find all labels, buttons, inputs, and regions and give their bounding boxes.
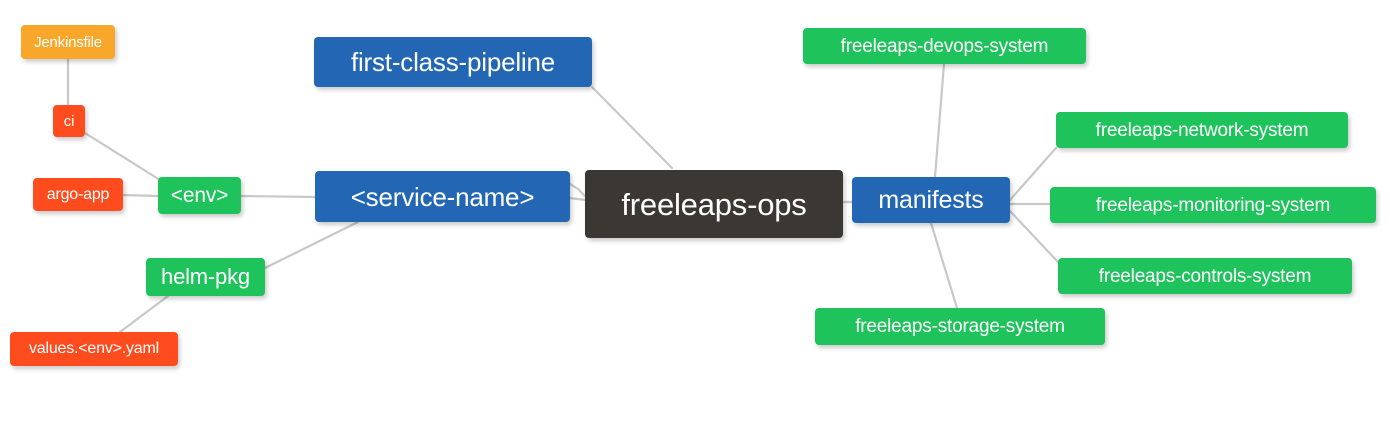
mindmap-node-label-env: <env> bbox=[170, 184, 229, 207]
mindmap-node-label-manifests: manifests bbox=[878, 185, 984, 214]
mindmap-node-label-jenkinsfile: Jenkinsfile bbox=[34, 33, 102, 51]
mindmap-node-label-freeleaps-devops-system: freeleaps-devops-system bbox=[840, 35, 1049, 57]
mindmap-node-freeleaps-network-system[interactable]: freeleaps-network-system bbox=[1056, 112, 1348, 148]
mindmap-edge-freeleaps-ops-to-service-name bbox=[568, 196, 587, 202]
mindmap-node-helm-pkg[interactable]: helm-pkg bbox=[146, 258, 265, 296]
mindmap-node-first-class-pipeline[interactable]: first-class-pipeline bbox=[314, 37, 592, 87]
mindmap-edge-first-class-pipeline-to-freeleaps-ops bbox=[590, 85, 674, 170]
mindmap-node-service-name[interactable]: <service-name> bbox=[315, 171, 570, 222]
mindmap-node-label-freeleaps-ops: freeleaps-ops bbox=[621, 186, 807, 222]
mindmap-edge-helm-pkg-to-values-env-yaml bbox=[118, 294, 170, 334]
mindmap-node-label-freeleaps-storage-system: freeleaps-storage-system bbox=[855, 316, 1065, 337]
mindmap-edge-manifests-to-freeleaps-storage-system bbox=[929, 221, 959, 310]
mindmap-node-label-helm-pkg: helm-pkg bbox=[161, 264, 250, 289]
mindmap-node-label-values-env-yaml: values.<env>.yaml bbox=[28, 340, 159, 357]
mindmap-edge-service-name-to-helm-pkg bbox=[263, 220, 360, 270]
mindmap-node-manifests[interactable]: manifests bbox=[852, 177, 1010, 223]
mindmap-node-argo-app[interactable]: argo-app bbox=[33, 178, 123, 211]
mindmap-node-label-service-name: <service-name> bbox=[350, 181, 535, 212]
mindmap-node-label-first-class-pipeline: first-class-pipeline bbox=[350, 47, 556, 77]
mindmap-edge-env-to-ci bbox=[83, 131, 162, 182]
mindmap-node-values-env-yaml[interactable]: values.<env>.yaml bbox=[10, 332, 178, 366]
mindmap-node-env[interactable]: <env> bbox=[158, 177, 241, 214]
mindmap-node-ci[interactable]: ci bbox=[53, 105, 85, 137]
mindmap-edge-env-to-argo-app bbox=[121, 193, 160, 198]
mindmap-node-jenkinsfile[interactable]: Jenkinsfile bbox=[21, 25, 115, 59]
mindmap-node-label-freeleaps-monitoring-system: freeleaps-monitoring-system bbox=[1095, 194, 1331, 216]
mindmap-node-freeleaps-controls-system[interactable]: freeleaps-controls-system bbox=[1058, 258, 1352, 294]
mindmap-node-freeleaps-devops-system[interactable]: freeleaps-devops-system bbox=[803, 28, 1086, 64]
mindmap-edge-manifests-to-freeleaps-devops-system bbox=[933, 62, 946, 179]
mindmap-node-freeleaps-ops[interactable]: freeleaps-ops bbox=[585, 170, 843, 238]
mindmap-node-freeleaps-storage-system[interactable]: freeleaps-storage-system bbox=[815, 308, 1105, 345]
mindmap-node-freeleaps-monitoring-system[interactable]: freeleaps-monitoring-system bbox=[1050, 187, 1376, 223]
mindmap-node-label-argo-app: argo-app bbox=[46, 185, 110, 203]
mindmap-edge-service-name-to-env bbox=[239, 194, 317, 199]
mindmap-node-label-freeleaps-controls-system: freeleaps-controls-system bbox=[1098, 265, 1312, 287]
mindmap-node-label-freeleaps-network-system: freeleaps-network-system bbox=[1095, 119, 1309, 141]
mindmap-node-label-ci: ci bbox=[63, 112, 75, 130]
